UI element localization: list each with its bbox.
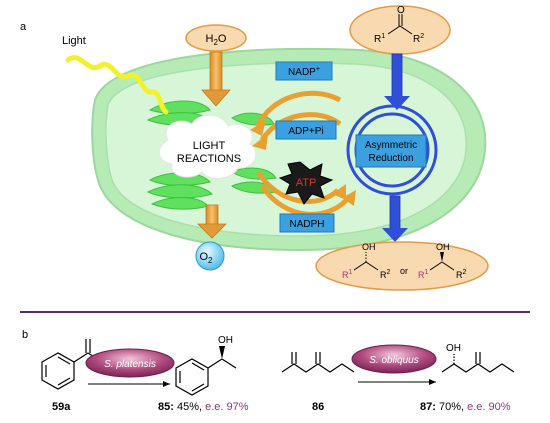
substrate-arrow [384,53,410,110]
oxygen-sub: 2 [208,256,213,265]
water-node: H2O [185,24,247,52]
adp-box: ADP+Pi [275,120,337,140]
ketone-substrate: O R1 R2 [349,5,451,55]
hydroxyester-87-structure [441,352,515,373]
light-reactions-line2: REACTIONS [177,153,241,165]
product1-R2: R [380,270,387,280]
product2-R1-sup: 1 [425,269,429,276]
hydroxyester-87-OH: OH [446,343,461,354]
or-text: or [400,266,408,276]
atp-text: ATP [296,177,317,189]
ketone-R2: R [413,34,420,45]
nadp-text: NADP [288,67,316,78]
ketone-R1-sup: 1 [381,33,385,40]
product-arrow [382,195,408,242]
product1-R1: R [342,270,349,280]
product2-R1: R [418,270,425,280]
panel-a-label: a [20,21,27,33]
product2-OH: OH [436,242,450,252]
product1-R2-sup: 2 [387,269,391,276]
enzyme-platensis-text: S. platensis [104,359,156,370]
water-O: O [218,33,227,45]
oxygen-O: O [199,251,208,263]
svg-text:R2: R2 [413,33,424,45]
svg-text:R1: R1 [374,33,385,45]
compound-85-yield: 45%, [174,401,205,413]
nadp-box: NADP+ [275,61,333,81]
energy-cycle-heads [250,120,356,206]
compound-87: 87: [420,401,436,413]
svg-text:R2: R2 [456,269,467,280]
oxygen-arrow [197,204,227,239]
alcohol-85-wedge [219,346,225,359]
svg-text:85: 45%, e.e. 97%: 85: 45%, e.e. 97% [158,401,249,413]
light-reactions-line1: LIGHT [193,140,226,152]
ketone-R2-sup: 2 [420,33,424,40]
light-wave: Light [62,35,169,115]
alcohol-85-OH: OH [218,335,233,346]
nadp-sup: + [316,66,320,73]
asymmetric-line1: Asymmetric [365,140,417,151]
svg-text:R2: R2 [380,269,391,280]
svg-text:87: 70%, e.e. 90%: 87: 70%, e.e. 90% [420,401,511,413]
svg-text:R1: R1 [342,269,353,280]
asymmetric-reduction-box: Asymmetric Reduction [355,134,427,168]
nadph-text: NADPH [289,219,324,230]
compound-87-yield: 70%, [436,401,467,413]
svg-text:O2: O2 [199,251,213,265]
nadph-box: NADPH [279,213,335,233]
alcohol-products: OH R1 R2 or OH R1 R2 [315,241,489,291]
enzyme-platensis: S. platensis [85,348,175,378]
panel-b-label: b [22,329,28,341]
light-reactions-cloud: LIGHT REACTIONS [159,114,257,179]
svg-text:NADP+: NADP+ [288,66,320,78]
thylakoid-stack-left [146,100,213,210]
compound-86: 86 [312,401,324,413]
compound-85-ee: e.e. 97% [205,401,249,413]
atp-burst: ATP [278,161,334,205]
light-label: Light [62,35,86,47]
compound-87-ee: e.e. 90% [467,401,511,413]
product2-R2: R [456,270,463,280]
svg-text:R1: R1 [418,269,429,280]
product1-OH: OH [362,242,376,252]
ketone-O: O [397,5,405,16]
water-H: H [206,33,214,45]
compound-59a: 59a [52,401,71,413]
enzyme-obliquus-text: S. obliquus [369,355,418,366]
svg-text:H2O: H2O [206,33,227,47]
compound-85: 85: [158,401,174,413]
product2-R2-sup: 2 [463,269,467,276]
water-sub: 2 [213,38,218,47]
product1-R1-sup: 1 [349,269,353,276]
ketone-R1: R [374,34,381,45]
alcohol-85-structure [175,358,237,396]
ketoester-86-structure [281,352,355,373]
adp-text: ADP+Pi [288,126,323,137]
water-to-light-arrow [201,51,231,107]
asymmetric-line2: Reduction [368,153,413,164]
oxygen-node: O2 [195,241,225,271]
enzyme-obliquus: S. obliquus [351,344,437,374]
